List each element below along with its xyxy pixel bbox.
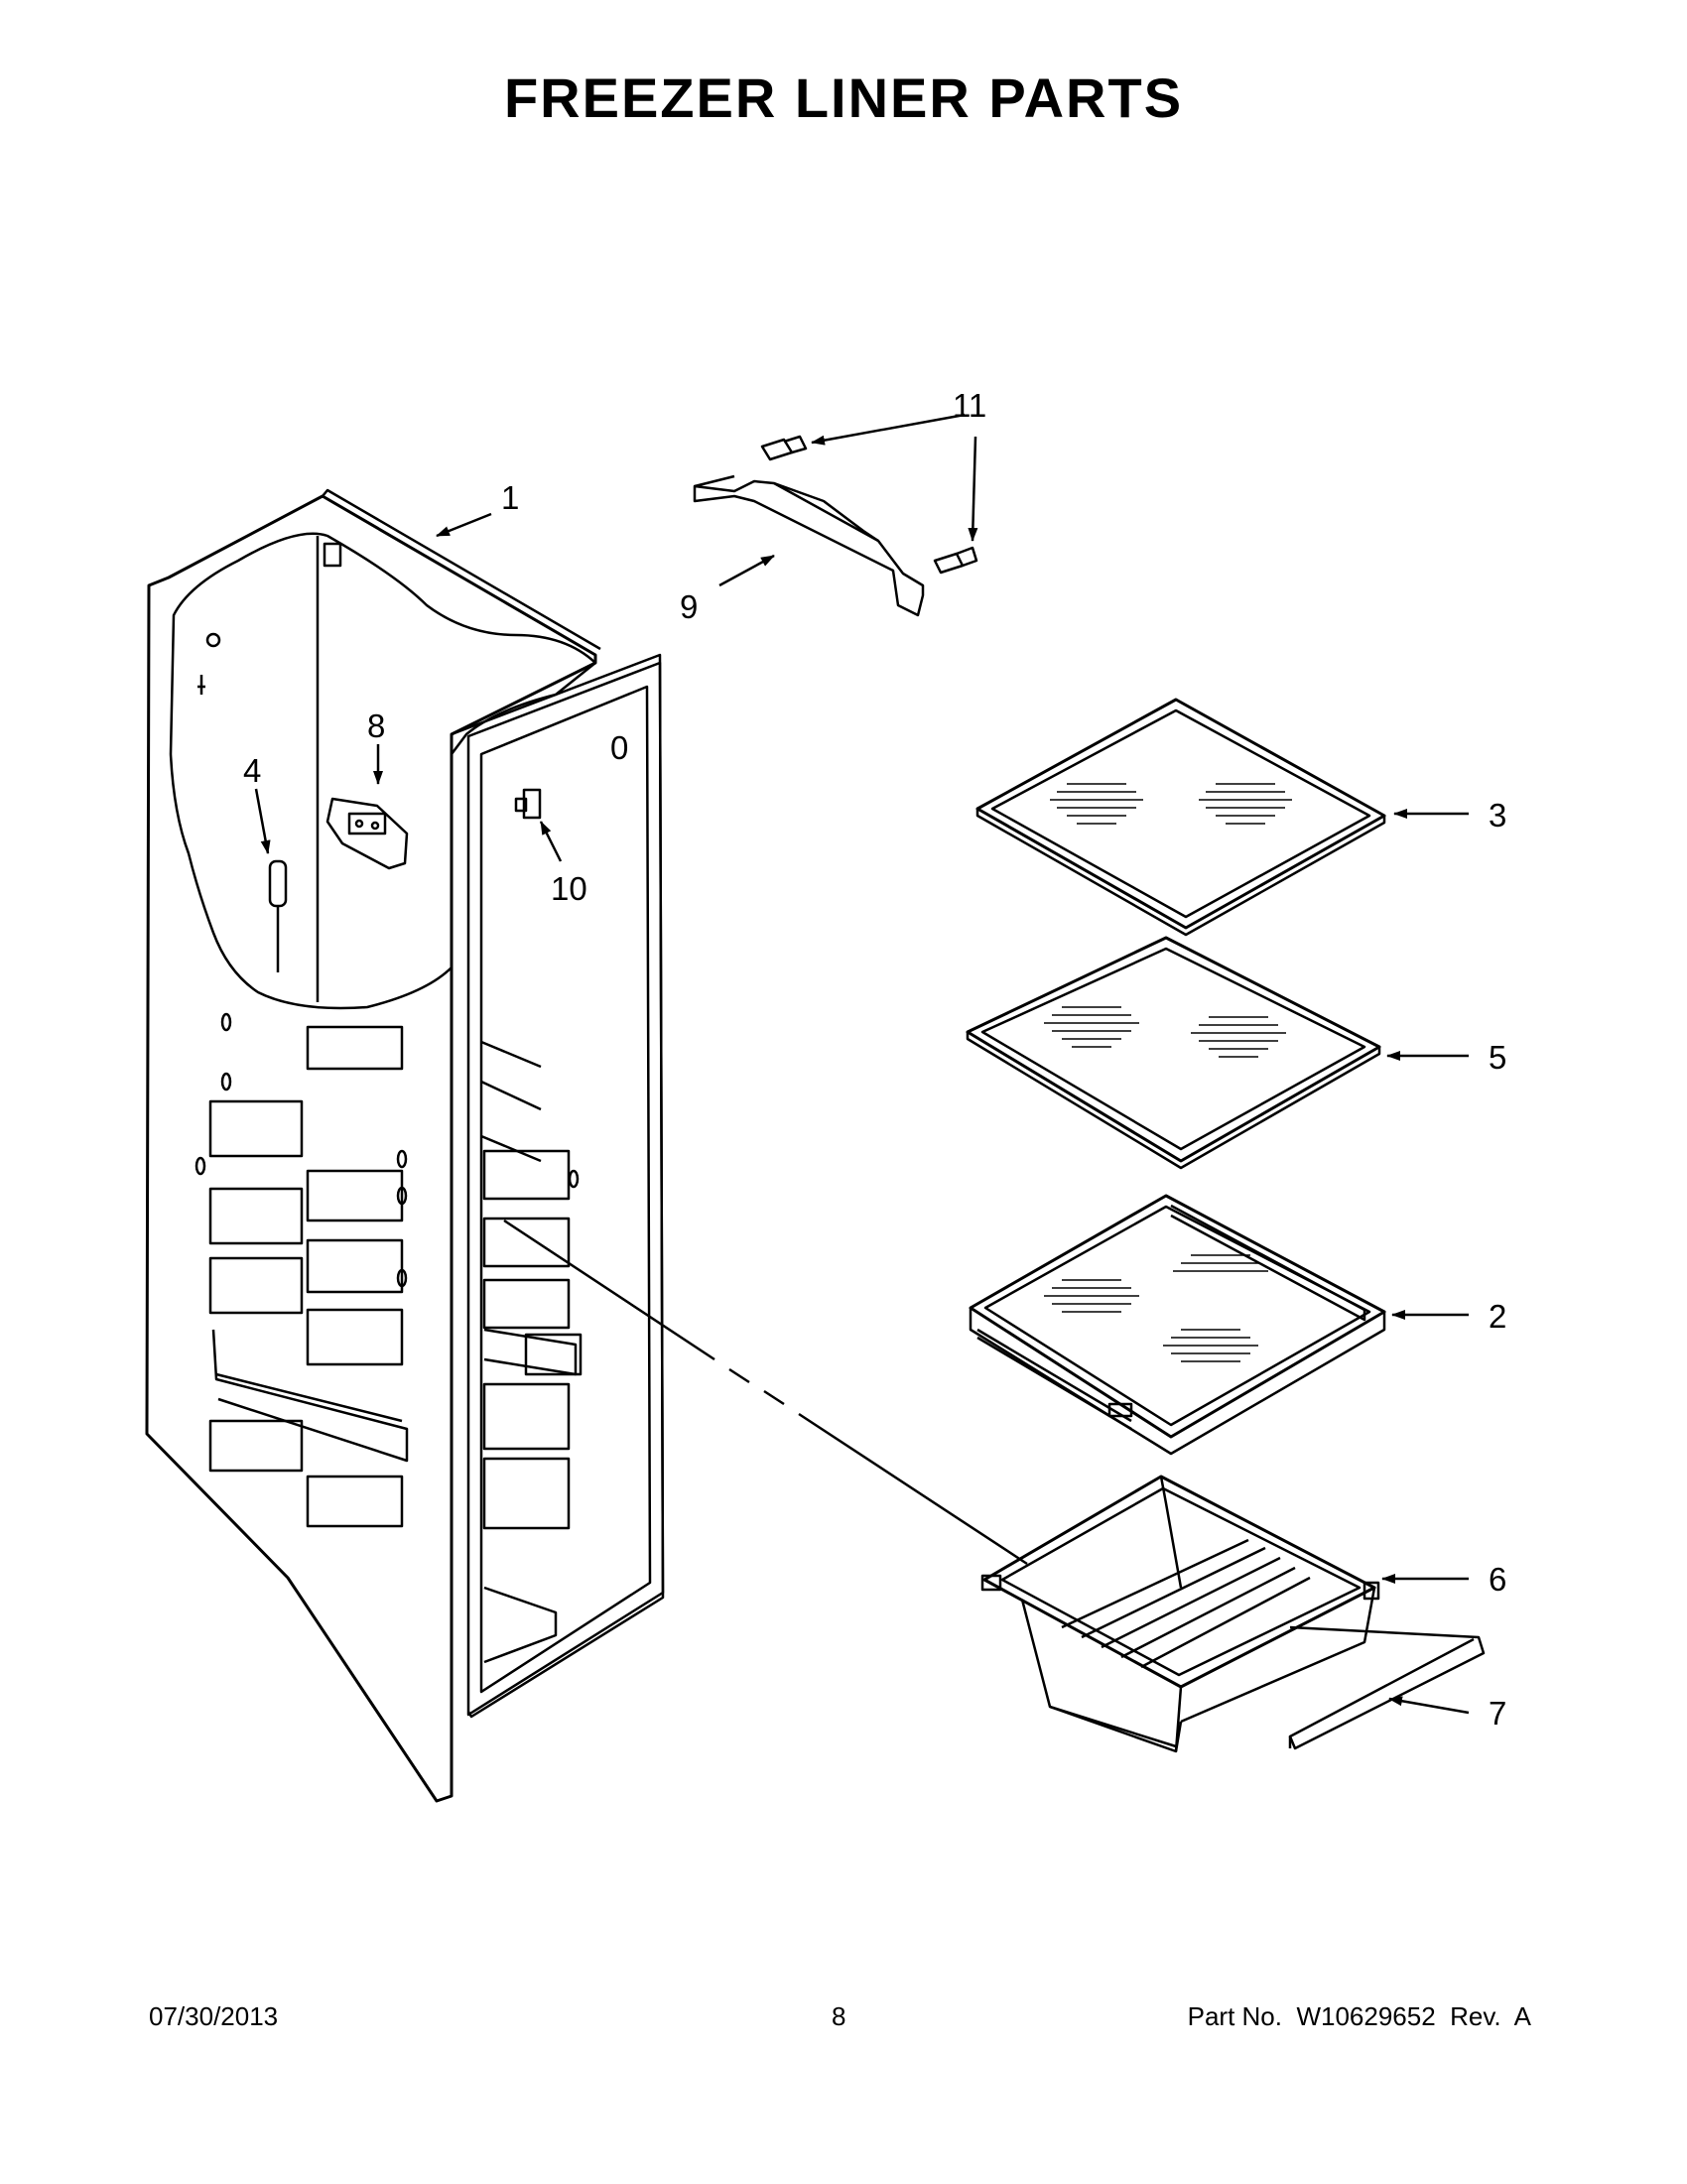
liner-mark: 0 <box>610 729 628 766</box>
connector-housing-part <box>325 797 409 870</box>
page-title: FREEZER LINER PARTS <box>503 66 1184 129</box>
callout-6: 6 <box>1489 1561 1506 1598</box>
callout-4: 4 <box>243 752 261 789</box>
drawer-trim <box>1288 1625 1486 1750</box>
callout-8: 8 <box>367 707 385 744</box>
footer-page-number: 8 <box>832 2001 846 2031</box>
glass-shelf-middle <box>966 936 1381 1170</box>
callout-3: 3 <box>1489 797 1506 834</box>
glass-shelf-middle-hatching <box>1044 1006 1286 1058</box>
callout-leaders <box>254 413 1470 1715</box>
bracket-part <box>693 474 925 617</box>
footer-part-number: Part No. W10629652 Rev. A <box>1187 2001 1531 2031</box>
sensor-part <box>268 859 288 972</box>
freezer-liner: 0 <box>145 488 665 1803</box>
glass-shelf-top-hatching <box>1050 783 1292 825</box>
callout-5: 5 <box>1489 1039 1506 1076</box>
freezer-drawer <box>980 1475 1380 1753</box>
callout-7: 7 <box>1489 1695 1506 1732</box>
glass-shelf-framed <box>969 1194 1386 1456</box>
callout-1: 1 <box>501 479 519 516</box>
switch-part <box>514 788 542 820</box>
glass-shelf-top <box>975 698 1386 937</box>
callout-11: 11 <box>953 387 986 424</box>
screw-parts <box>760 435 978 575</box>
footer-date: 07/30/2013 <box>149 2001 279 2031</box>
callout-2: 2 <box>1489 1298 1506 1335</box>
glass-shelf-framed-hatching <box>1044 1254 1268 1362</box>
callout-9: 9 <box>680 588 698 625</box>
callout-10: 10 <box>551 870 587 907</box>
